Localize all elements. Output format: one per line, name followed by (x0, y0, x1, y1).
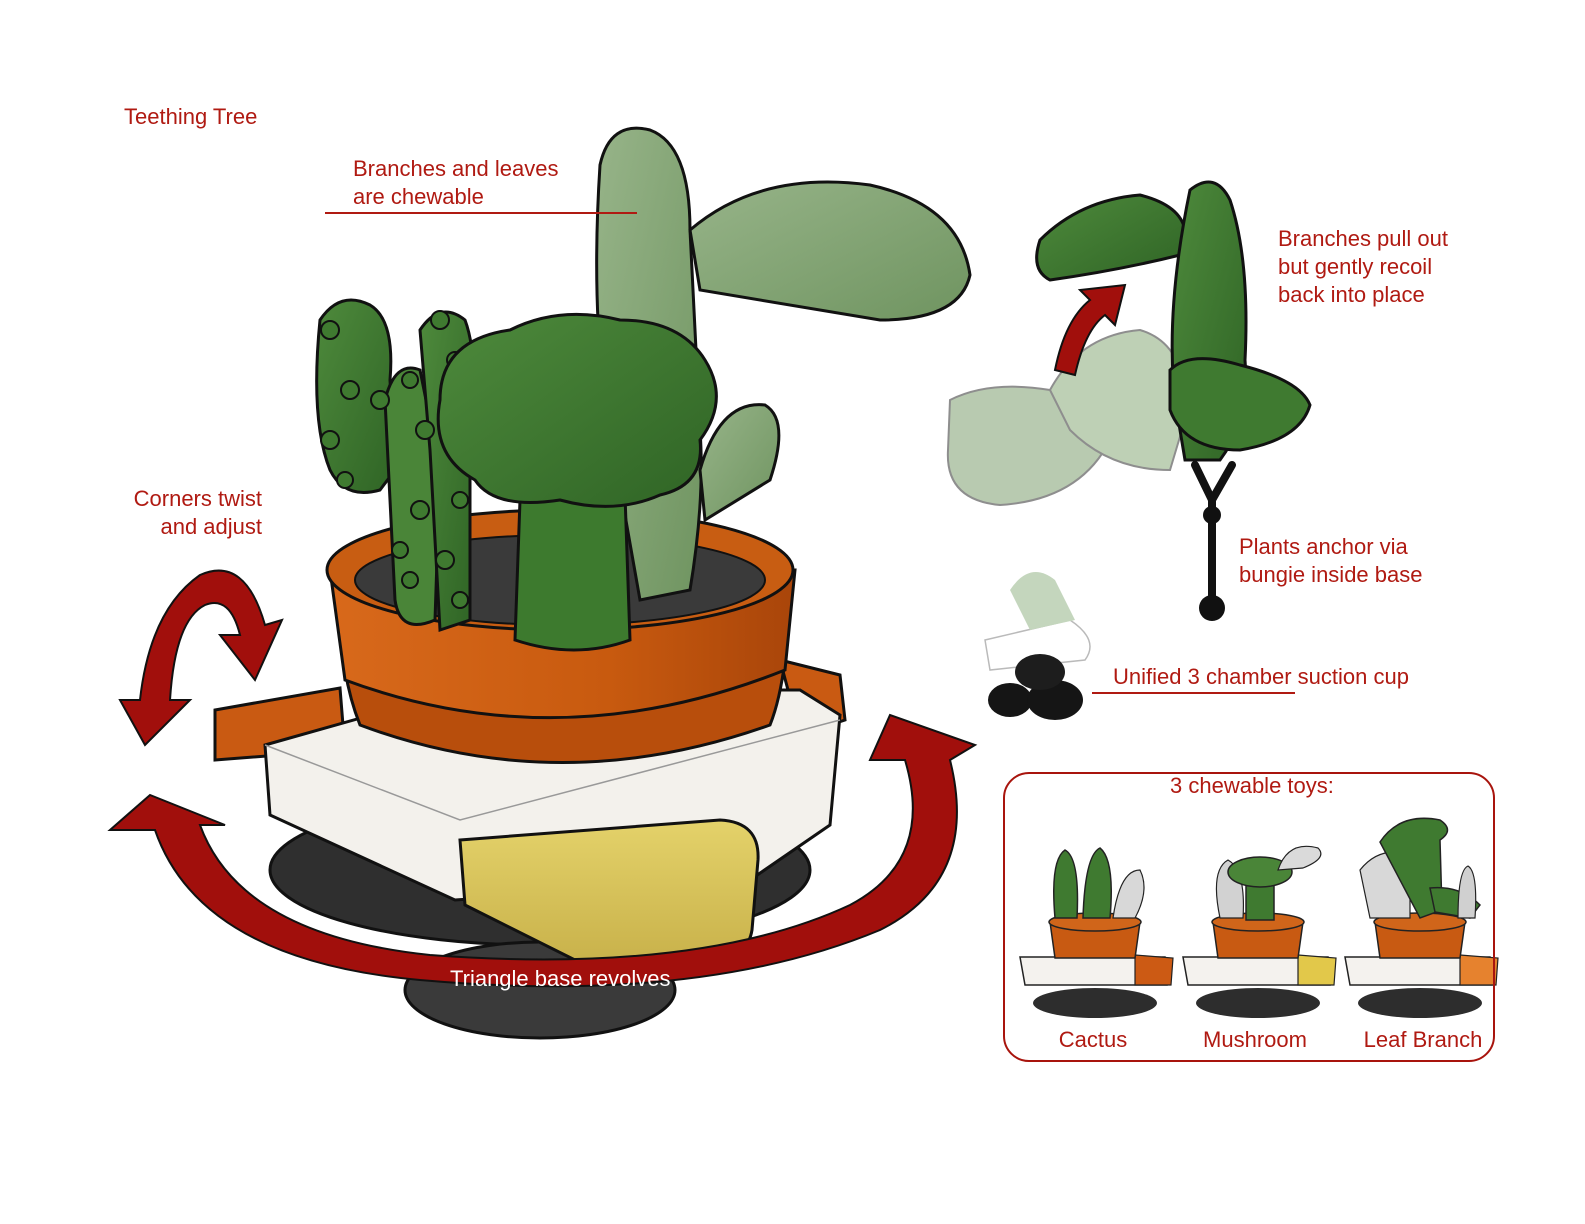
leader-lines (325, 212, 1295, 694)
callout-anchor: Plants anchor via bungie inside base (1239, 534, 1423, 587)
pull-out-detail (946, 180, 1312, 621)
toys-heading: 3 chewable toys: (1170, 773, 1334, 798)
callout-pull-out: Branches pull out but gently recoil back… (1278, 226, 1448, 307)
toys-panel (1003, 772, 1495, 1062)
callout-corners-twist: Corners twist and adjust (133, 486, 262, 539)
page-title: Teething Tree (124, 104, 258, 129)
callout-branches-chewable: Branches and leaves are chewable (353, 156, 559, 209)
toy-label-cactus: Cactus (1058, 1027, 1128, 1052)
suction-cup-detail (984, 572, 1091, 720)
toy-thumb-leaf-branch (1344, 817, 1499, 1018)
mushroom (436, 312, 718, 652)
toy-thumb-mushroom (1182, 845, 1337, 1018)
callout-suction: Unified 3 chamber suction cup (1113, 664, 1409, 689)
corner-twist-arrow (118, 569, 284, 747)
toy-label-leaf-branch: Leaf Branch (1363, 1027, 1483, 1052)
revolve-arrow (107, 713, 978, 988)
toy-thumbnails (1019, 817, 1499, 1018)
toy-label-mushroom: Mushroom (1203, 1027, 1307, 1052)
toy-thumb-cactus (1019, 847, 1174, 1018)
callout-revolves: Triangle base revolves (450, 966, 671, 991)
